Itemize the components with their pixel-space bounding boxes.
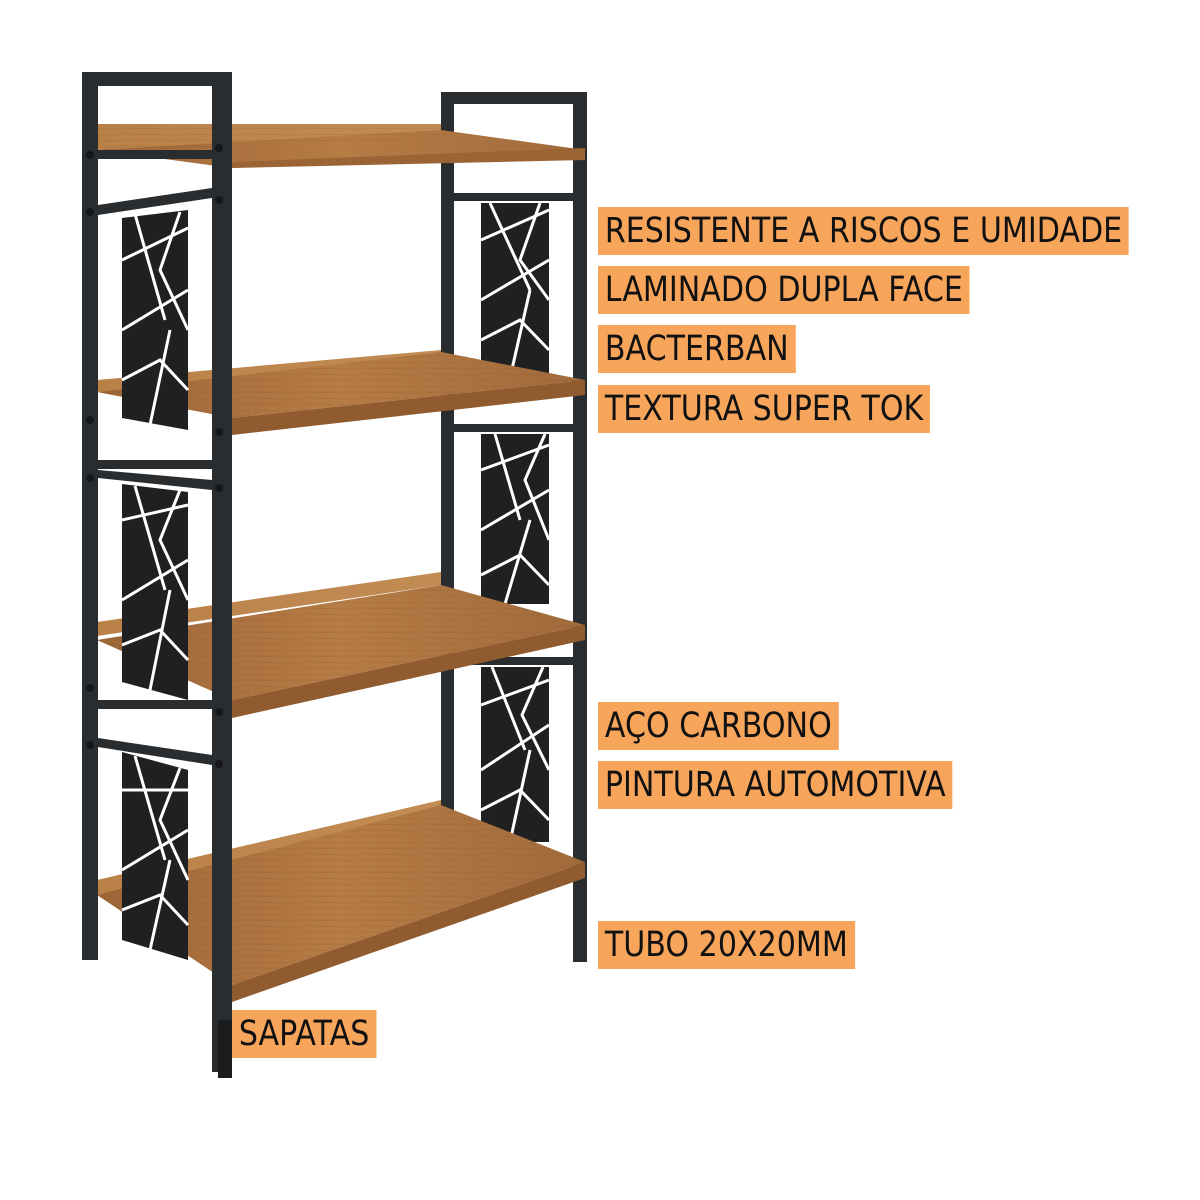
feature-label-automotive-paint: PINTURA AUTOMOTIVA bbox=[598, 761, 953, 809]
left-decor-panels bbox=[121, 210, 190, 960]
right-decor-panels bbox=[480, 202, 551, 843]
left-frame bbox=[82, 72, 232, 1078]
bolts bbox=[86, 144, 223, 768]
feature-label-bacterban: BACTERBAN bbox=[598, 325, 796, 373]
feature-label-carbon-steel: AÇO CARBONO bbox=[598, 702, 839, 750]
feature-label-double-laminate: LAMINADO DUPLA FACE bbox=[598, 266, 970, 314]
feature-label-feet: SAPATAS bbox=[232, 1010, 377, 1058]
feature-label-scratch-moisture: RESISTENTE A RISCOS E UMIDADE bbox=[598, 207, 1130, 255]
feature-label-texture: TEXTURA SUPER TOK bbox=[598, 385, 931, 433]
feature-label-tube: TUBO 20X20MM bbox=[598, 921, 855, 969]
